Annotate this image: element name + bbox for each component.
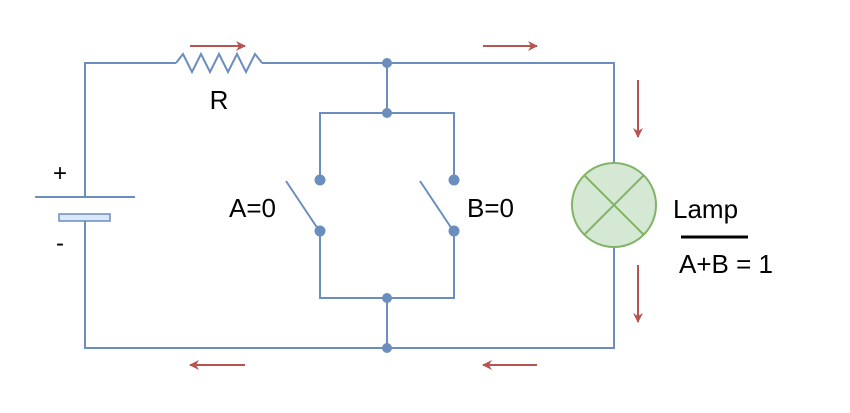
wire-parallel-bottom — [319, 231, 455, 299]
switch-b-contact-top — [448, 174, 460, 186]
junction-dot — [382, 58, 392, 68]
lamp-label: Lamp — [673, 194, 738, 224]
junction-dot — [382, 293, 392, 303]
wire-top-right — [262, 62, 615, 163]
battery-plus-label: + — [53, 160, 67, 187]
junction-dots — [314, 58, 460, 353]
resistor-zigzag — [175, 51, 263, 75]
lamp-icon — [571, 162, 657, 248]
junction-dot — [382, 108, 392, 118]
switch-b-contact-bottom — [448, 225, 460, 237]
resistor-label: R — [210, 85, 229, 115]
battery-minus-label: - — [56, 230, 64, 257]
lamp-expression: A+B = 1 — [679, 249, 773, 279]
switch-b-blade[interactable] — [419, 180, 453, 230]
switch-a-blade[interactable] — [285, 180, 319, 230]
switch-a-contact-top — [314, 174, 326, 186]
wire-bottom — [84, 220, 615, 349]
switch-a-label: A=0 — [229, 193, 276, 223]
wire-left-top — [84, 62, 176, 197]
switch-a-contact-bottom — [314, 225, 326, 237]
wires — [35, 51, 615, 349]
battery-negative-plate — [58, 213, 111, 222]
wire-parallel-top — [319, 112, 455, 180]
junction-dot — [382, 343, 392, 353]
switch-b-label: B=0 — [467, 193, 514, 223]
current-arrows — [189, 41, 643, 370]
